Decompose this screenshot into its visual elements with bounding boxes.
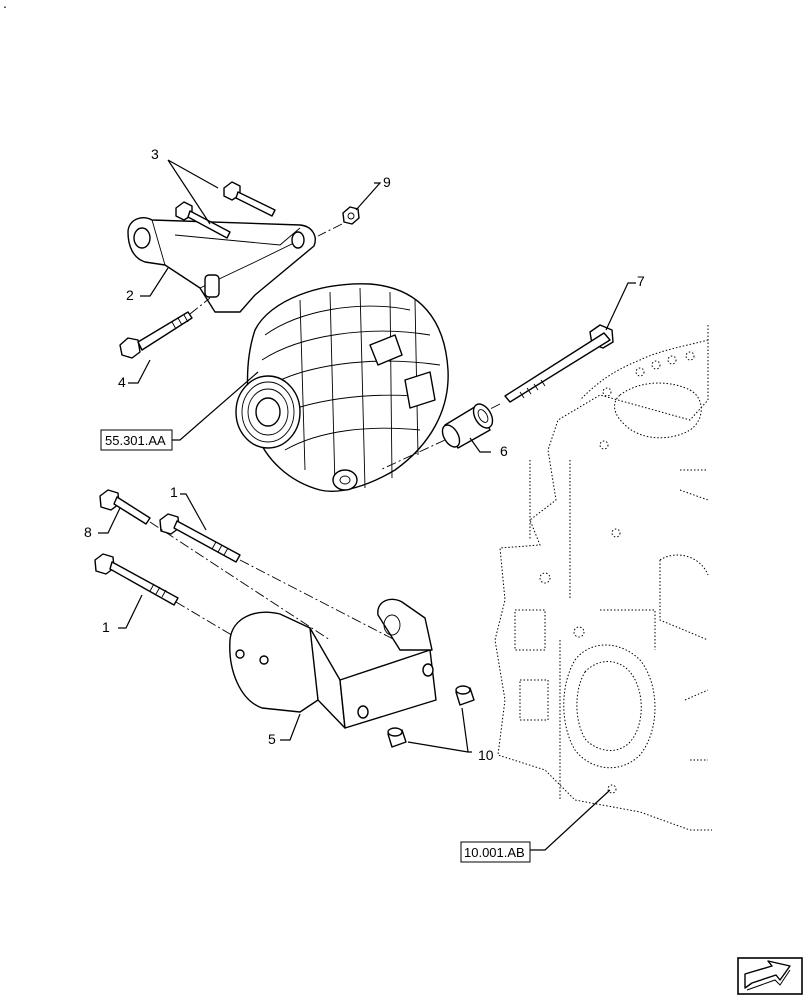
bolt-part-4 (119, 311, 193, 359)
callout-1-lower: 1 (102, 619, 110, 635)
bolt-part-3-b (175, 201, 231, 239)
callout-4: 4 (118, 374, 126, 390)
reference-alternator[interactable]: 55.301.AA (100, 429, 173, 451)
bolt-part-8 (99, 489, 151, 525)
next-page-arrow-icon[interactable] (737, 957, 803, 995)
engine-block (494, 325, 712, 831)
leader-bolt4-to-bracket (189, 297, 211, 315)
leader-nut-to-bracket (317, 223, 343, 237)
dowel-part-10-b (387, 727, 407, 748)
nut-part-9 (342, 206, 360, 225)
reference-engine-block-label: 10.001.AB (464, 845, 525, 860)
reference-engine-block[interactable]: 10.001.AB (460, 841, 531, 863)
callout-9: 9 (383, 174, 391, 190)
long-bolt-part-7 (504, 324, 614, 403)
bolt-part-3-a (223, 181, 276, 217)
callout-7: 7 (637, 273, 645, 289)
callout-3: 3 (151, 146, 159, 162)
alternator (235, 283, 449, 492)
callout-10: 10 (478, 747, 494, 763)
upper-bracket (127, 216, 316, 313)
dowel-part-10-a (455, 685, 475, 706)
corner-mark: . (3, 0, 7, 11)
bolt-part-1-upper (159, 513, 241, 563)
leader-alternator-bushing (379, 403, 501, 471)
callout-5: 5 (268, 731, 276, 747)
bolt-part-1-lower (94, 553, 179, 606)
leader-lower-bolts (149, 521, 396, 641)
reference-alternator-label: 55.301.AA (105, 433, 166, 448)
bushing-part-6 (441, 403, 494, 449)
callout-8: 8 (84, 524, 92, 540)
callout-6: 6 (500, 443, 508, 459)
lower-bracket (229, 598, 437, 729)
callout-2: 2 (126, 287, 134, 303)
callout-1-upper: 1 (170, 484, 178, 500)
callout-leaders (98, 159, 636, 851)
